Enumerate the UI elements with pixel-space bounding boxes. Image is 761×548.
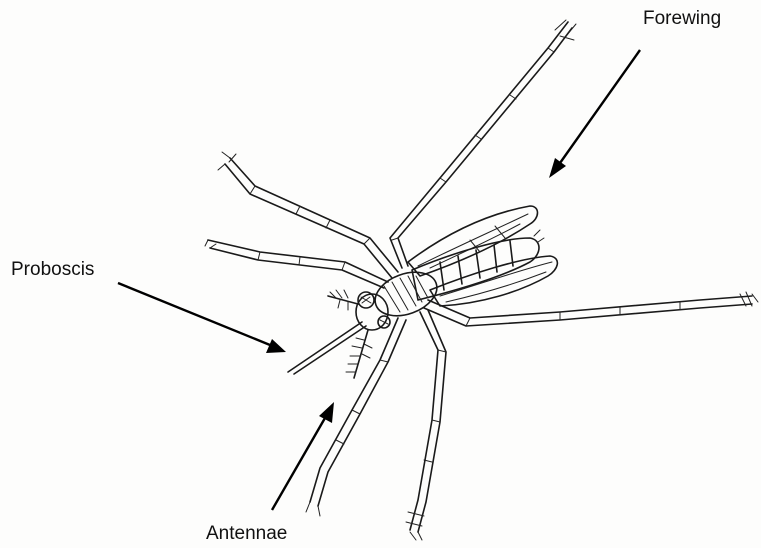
antennae-label: Antennae [206,524,287,543]
head [356,292,390,330]
antennae-arrow [272,402,334,510]
leg-lower-middle [406,310,446,540]
hindwing-shape [430,256,557,306]
antennae-shape [328,290,372,378]
proboscis-shape [288,322,366,374]
leg-upper-left [218,152,398,278]
forewing-shape [408,206,538,276]
leg-upper-right [390,20,576,268]
leg-right [424,292,758,326]
leg-middle-left [205,240,388,288]
proboscis-arrow [118,283,286,353]
forewing-label: Forewing [643,9,721,28]
proboscis-label: Proboscis [11,260,94,279]
forewing-arrow [549,50,640,178]
